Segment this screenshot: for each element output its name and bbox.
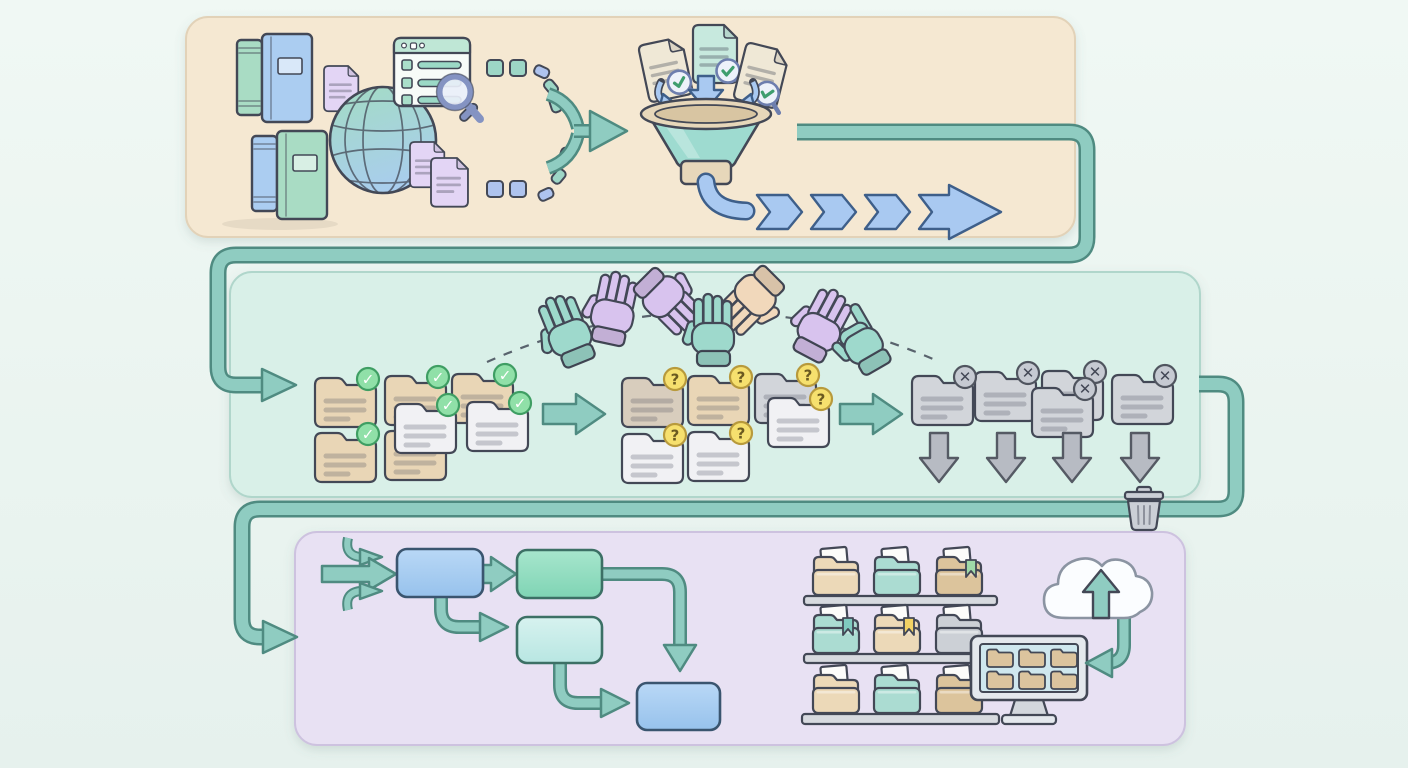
svg-text:✓: ✓: [442, 397, 455, 415]
magnifier-icon: [435, 72, 484, 123]
approved-badge: ✓: [425, 364, 451, 390]
rejected-folder-group: ✕ ✕ ✕ ✕ ✕: [912, 359, 1178, 437]
review-badge: ?: [728, 364, 754, 390]
approved-badge: ✓: [507, 390, 533, 416]
flow-box-blue-start: [395, 547, 485, 599]
flow-box-blue-end: [635, 681, 722, 732]
funnel-outflow-pipe: [696, 172, 756, 221]
rejected-badge: ✕: [1015, 360, 1041, 386]
review-badge: ?: [808, 386, 834, 412]
window-dot: [419, 42, 426, 49]
book-spine: [250, 134, 279, 213]
approved-folder-group: ✓ ✓ ✓ ✓ ✓ ✓ ✓: [315, 362, 533, 482]
svg-text:✓: ✓: [362, 371, 375, 389]
book-spine: [235, 38, 264, 117]
svg-text:?: ?: [737, 369, 746, 387]
svg-text:✓: ✓: [499, 367, 512, 385]
books-stack-bottom: [250, 129, 329, 221]
shelf-bar: [802, 594, 999, 607]
books-shadow: [222, 218, 338, 230]
monitor-folder: [1018, 670, 1046, 690]
result-rows: [401, 59, 462, 106]
svg-text:?: ?: [804, 367, 813, 385]
monitor-base: [1000, 713, 1058, 726]
flow-box-green: [515, 548, 604, 600]
funnel-icon: [639, 97, 773, 186]
monitor-stand: [1008, 698, 1050, 718]
window-dot: [409, 42, 418, 50]
inflow-arrows: [320, 536, 398, 612]
trash-icon: [1123, 485, 1165, 532]
approved-badge: ✓: [435, 392, 461, 418]
straight-arrow-icon: [320, 556, 398, 592]
pipe-arrowhead: [260, 367, 298, 403]
pipe-cloud-to-monitor: [1084, 612, 1131, 679]
rejected-badge: ✕: [1082, 359, 1108, 385]
svg-text:✕: ✕: [959, 368, 972, 386]
flow-box-cyan: [515, 615, 604, 665]
archive-shelves: [800, 545, 1001, 726]
review-badge: ?: [795, 362, 821, 388]
flow-arrow-1: [481, 555, 518, 593]
window-dot: [400, 42, 408, 49]
monitor-folder: [1018, 648, 1046, 668]
svg-text:?: ?: [817, 391, 826, 409]
review-folder-group: ? ? ? ? ? ?: [622, 362, 834, 483]
pipe-collect-to-triage: [209, 123, 1096, 403]
svg-text:✕: ✕: [1022, 364, 1035, 382]
review-badge: ?: [662, 366, 688, 392]
chevron-arrow-icon: [917, 183, 1003, 241]
shelf-bar: [802, 652, 999, 665]
pipe-triage-to-organize: [233, 375, 1245, 655]
monitor-folder: [1050, 648, 1078, 668]
chevron-flow: [755, 183, 1003, 241]
svg-text:✓: ✓: [432, 369, 445, 387]
svg-text:✕: ✕: [1089, 363, 1102, 381]
svg-text:✕: ✕: [1159, 367, 1172, 385]
approved-badge: ✓: [492, 362, 518, 388]
approved-badge: ✓: [355, 366, 381, 392]
monitor-folder: [1050, 670, 1078, 690]
svg-text:✕: ✕: [1079, 380, 1092, 398]
pipe-arrowhead: [261, 619, 299, 655]
flowchart-connectors: [434, 555, 698, 719]
document-icon: [429, 156, 470, 209]
svg-text:?: ?: [671, 371, 680, 389]
books-stack-top: [235, 32, 314, 124]
upload-arrow: [1081, 568, 1121, 620]
svg-text:?: ?: [671, 427, 680, 445]
review-badge: ?: [728, 420, 754, 446]
rejected-badge: ✕: [952, 364, 978, 390]
rejected-badge: ✕: [1152, 363, 1178, 389]
svg-text:?: ?: [737, 425, 746, 443]
svg-text:✓: ✓: [514, 395, 527, 413]
svg-text:✓: ✓: [362, 426, 375, 444]
monitor-folder: [986, 670, 1014, 690]
review-badge: ?: [662, 422, 688, 448]
book-front: [260, 32, 314, 124]
merge-arrow-icon: [545, 87, 629, 175]
approved-badge: ✓: [355, 421, 381, 447]
rejected-badge: ✕: [1072, 376, 1098, 402]
monitor-icon: [969, 634, 1089, 726]
cloud-upload-icon: [1042, 557, 1154, 620]
monitor-folder: [986, 648, 1014, 668]
book-front: [275, 129, 329, 221]
shelf-bar: [800, 712, 1001, 726]
